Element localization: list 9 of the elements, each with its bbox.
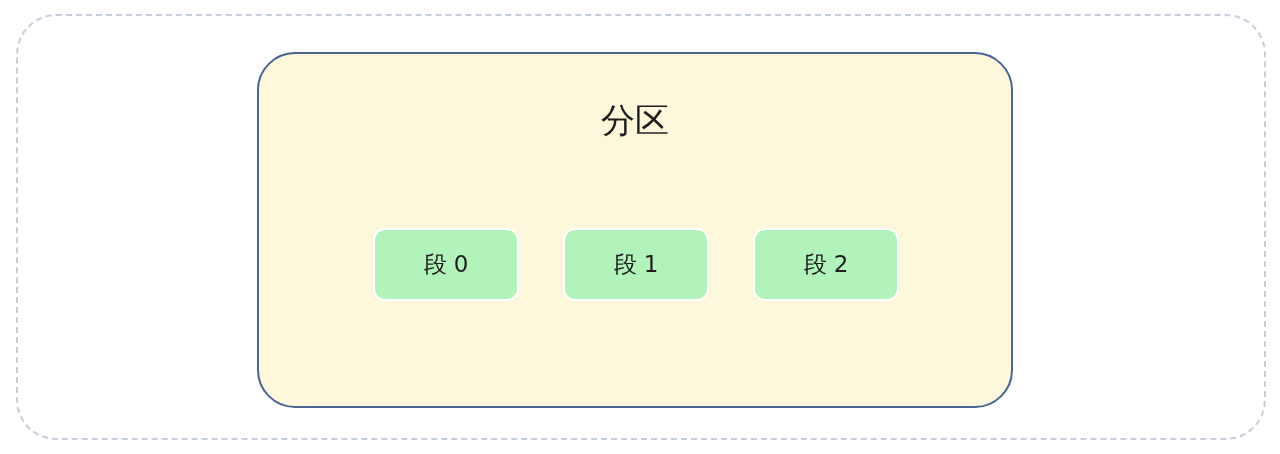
segment-label: 段 2: [803, 250, 849, 279]
partition-title: 分区: [601, 100, 669, 141]
segment-box: [563, 228, 709, 301]
segment-box: [753, 228, 899, 301]
segment-box: [373, 228, 519, 301]
dashed-frame: [16, 14, 1266, 440]
partition-box: [257, 52, 1013, 408]
segment-label: 段 1: [613, 250, 659, 279]
segment-label: 段 0: [423, 250, 469, 279]
